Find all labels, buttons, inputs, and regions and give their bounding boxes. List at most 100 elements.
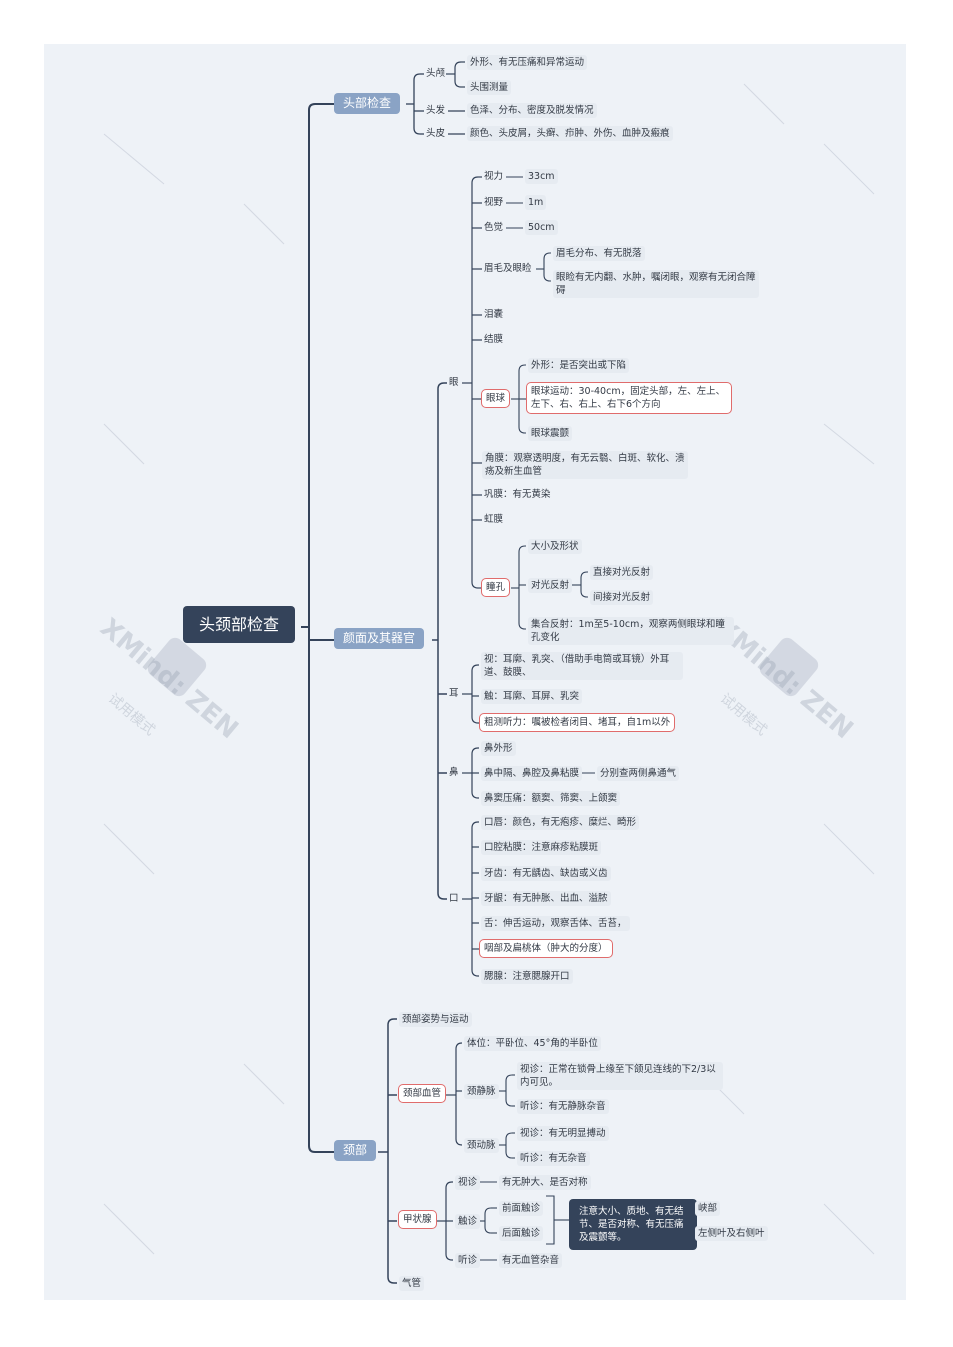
thyroid-inspect-desc[interactable]: 有无肿大、是否对称 [499,1175,591,1190]
eye-iris[interactable]: 虹膜 [484,514,504,525]
vessel-position[interactable]: 体位：平卧位、45°角的半卧位 [464,1036,601,1051]
hair-desc[interactable]: 色泽、分布、密度及脱发情况 [467,103,597,118]
eye-pupil[interactable]: 瞳孔 [481,578,511,597]
thyroid-auscult-desc[interactable]: 有无血管杂音 [499,1253,563,1268]
eye-cornea[interactable]: 角膜：观察透明度，有无云翳、白斑、软化、溃疡及新生血管 [482,451,688,479]
neck-vessels[interactable]: 颈部血管 [398,1084,447,1103]
connector [471,821,479,977]
eye-field[interactable]: 视野 [484,197,504,208]
mouth-item-7[interactable]: 腮腺：注意腮腺开口 [481,969,573,984]
topic-eye[interactable]: 眼 [449,377,459,388]
pupil-size[interactable]: 大小及形状 [528,539,582,554]
watermark-line [243,1063,285,1105]
palp-part-lobes[interactable]: 左侧叶及右侧叶 [695,1226,768,1241]
mouth-item-4[interactable]: 牙龈：有无肿胀、出血、溢脓 [481,891,611,906]
connector [454,61,462,88]
nose-item-2[interactable]: 鼻中隔、鼻腔及鼻粘膜 [481,766,583,781]
vessel-jvein[interactable]: 颈静脉 [464,1084,499,1099]
skull-item-2[interactable]: 头围测量 [467,80,512,95]
artery-item-2[interactable]: 听诊：有无杂音 [517,1151,590,1166]
topic-nose[interactable]: 鼻 [449,767,459,778]
mouth-item-1[interactable]: 口唇：颜色，有无疱疹、糜烂、畸形 [481,815,640,830]
topic-head-exam[interactable]: 头部检查 [334,93,401,114]
thyroid-auscult[interactable]: 听诊 [455,1253,481,1268]
watermark-line [823,143,875,195]
root-topic[interactable]: 头颈部检查 [183,606,296,643]
artery-item-1[interactable]: 视诊：有无明显搏动 [517,1126,609,1141]
eye-conjunctiva[interactable]: 结膜 [484,334,504,345]
skull-item-1[interactable]: 外形、有无压痛和异常运动 [467,55,588,70]
nose-septum-desc[interactable]: 分别查两侧鼻通气 [597,766,680,781]
watermark-line [103,823,155,875]
connector [505,1132,513,1159]
eye-color-val[interactable]: 50cm [525,220,558,235]
jvein-item-1[interactable]: 视诊：正常在锁骨上缘至下颌见连线的下2/3以内可见。 [517,1062,723,1090]
watermark-line [743,83,785,125]
connector [387,1018,395,1284]
neck-posture[interactable]: 颈部姿势与运动 [399,1012,472,1027]
watermark-line [823,1203,875,1255]
palp-note[interactable]: 注意大小、质地、有无结节、是否对称、有无压痛及震颤等。 [569,1199,697,1250]
nose-item-1[interactable]: 鼻外形 [481,741,516,756]
topic-mouth[interactable]: 口 [449,893,459,904]
connector [471,176,479,589]
watermark-line [103,133,165,185]
topic-ear[interactable]: 耳 [449,688,459,699]
ear-item-3[interactable]: 粗测听力：嘱被检者闭目、堵耳，自1m以外 [479,713,676,732]
pupil-convergence[interactable]: 集合反射：1m至5-10cm，观察两侧眼球和瞳孔变化 [528,617,734,645]
brow-item-2[interactable]: 眼睑有无内翻、水肿，嘱闭眼，观察有无闭合障碍 [553,270,759,298]
neck-thyroid[interactable]: 甲状腺 [398,1210,437,1229]
topic-scalp[interactable]: 头皮 [426,128,446,139]
vessel-artery[interactable]: 颈动脉 [464,1138,499,1153]
connector-lines [103,61,875,1284]
mouth-item-3[interactable]: 牙齿：有无龋齿、缺齿或义齿 [481,866,611,881]
neck-trachea[interactable]: 气管 [399,1276,425,1291]
eyeball-item-2[interactable]: 眼球运动：30-40cm，固定头部，左、左上、左下、右、右上、右下6个方向 [526,382,732,414]
palp-front[interactable]: 前面触诊 [499,1201,544,1216]
connector [580,571,588,598]
eye-vision-val[interactable]: 33cm [525,169,558,184]
connector [413,73,421,135]
watermark-line [823,823,875,875]
connector [308,103,334,627]
topic-hair[interactable]: 头发 [426,105,446,116]
connector [471,664,479,724]
pupil-light-indirect[interactable]: 间接对光反射 [590,590,654,605]
nose-item-3[interactable]: 鼻窦压痛：额窦、筛窦、上颌窦 [481,791,621,806]
eye-vision[interactable]: 视力 [484,171,504,182]
eyeball-item-3[interactable]: 眼球震颤 [528,426,573,441]
mouth-item-6[interactable]: 咽部及扁桃体（肿大的分度） [479,939,613,958]
palp-back[interactable]: 后面触诊 [499,1226,544,1241]
connector [484,1207,492,1234]
connector [308,627,334,1153]
mouth-item-5[interactable]: 舌：伸舌运动，观察舌体、舌苔， [481,916,630,931]
eye-brow[interactable]: 眉毛及眼睑 [484,263,532,274]
palp-part-isthmus[interactable]: 峡部 [695,1201,721,1216]
eye-eyeball[interactable]: 眼球 [481,389,511,408]
eye-sclera[interactable]: 巩膜：有无黄染 [484,489,551,500]
mindmap-canvas: XMind: ZEN 试用模式 XMind: ZEN 试用模式 头颈部检查 头部… [44,44,906,1300]
scalp-desc[interactable]: 颜色、头皮屑，头癣、疖肿、外伤、血肿及瘢痕 [467,126,673,141]
topic-neck[interactable]: 颈部 [334,1140,377,1161]
mouth-item-2[interactable]: 口腔粘膜：注意麻疹粘膜斑 [481,840,602,855]
brow-item-1[interactable]: 眉毛分布、有无脱落 [553,246,645,261]
connector [546,1195,555,1245]
topic-face-organs[interactable]: 颜面及其器官 [334,628,425,649]
connector [543,252,551,282]
connector [518,545,526,630]
ear-item-2[interactable]: 触：耳廓、耳屏、乳突 [481,689,583,704]
jvein-item-2[interactable]: 听诊：有无静脉杂音 [517,1099,609,1114]
thyroid-inspect[interactable]: 视诊 [455,1175,481,1190]
ear-item-1[interactable]: 视：耳廓、乳突、（借助手电筒或耳镜）外耳道、鼓膜、 [481,652,683,680]
connector [437,382,445,900]
eye-color[interactable]: 色觉 [484,222,504,233]
topic-skull[interactable]: 头颅 [426,68,446,79]
pupil-light[interactable]: 对光反射 [528,578,573,593]
connector [505,1074,513,1107]
eyeball-item-1[interactable]: 外形：是否突出或下陷 [528,358,630,373]
eye-lacrimal[interactable]: 泪囊 [484,309,504,320]
pupil-light-direct[interactable]: 直接对光反射 [590,565,654,580]
eye-field-val[interactable]: 1m [525,195,547,210]
connector [455,1042,463,1146]
thyroid-palp[interactable]: 触诊 [455,1214,481,1229]
